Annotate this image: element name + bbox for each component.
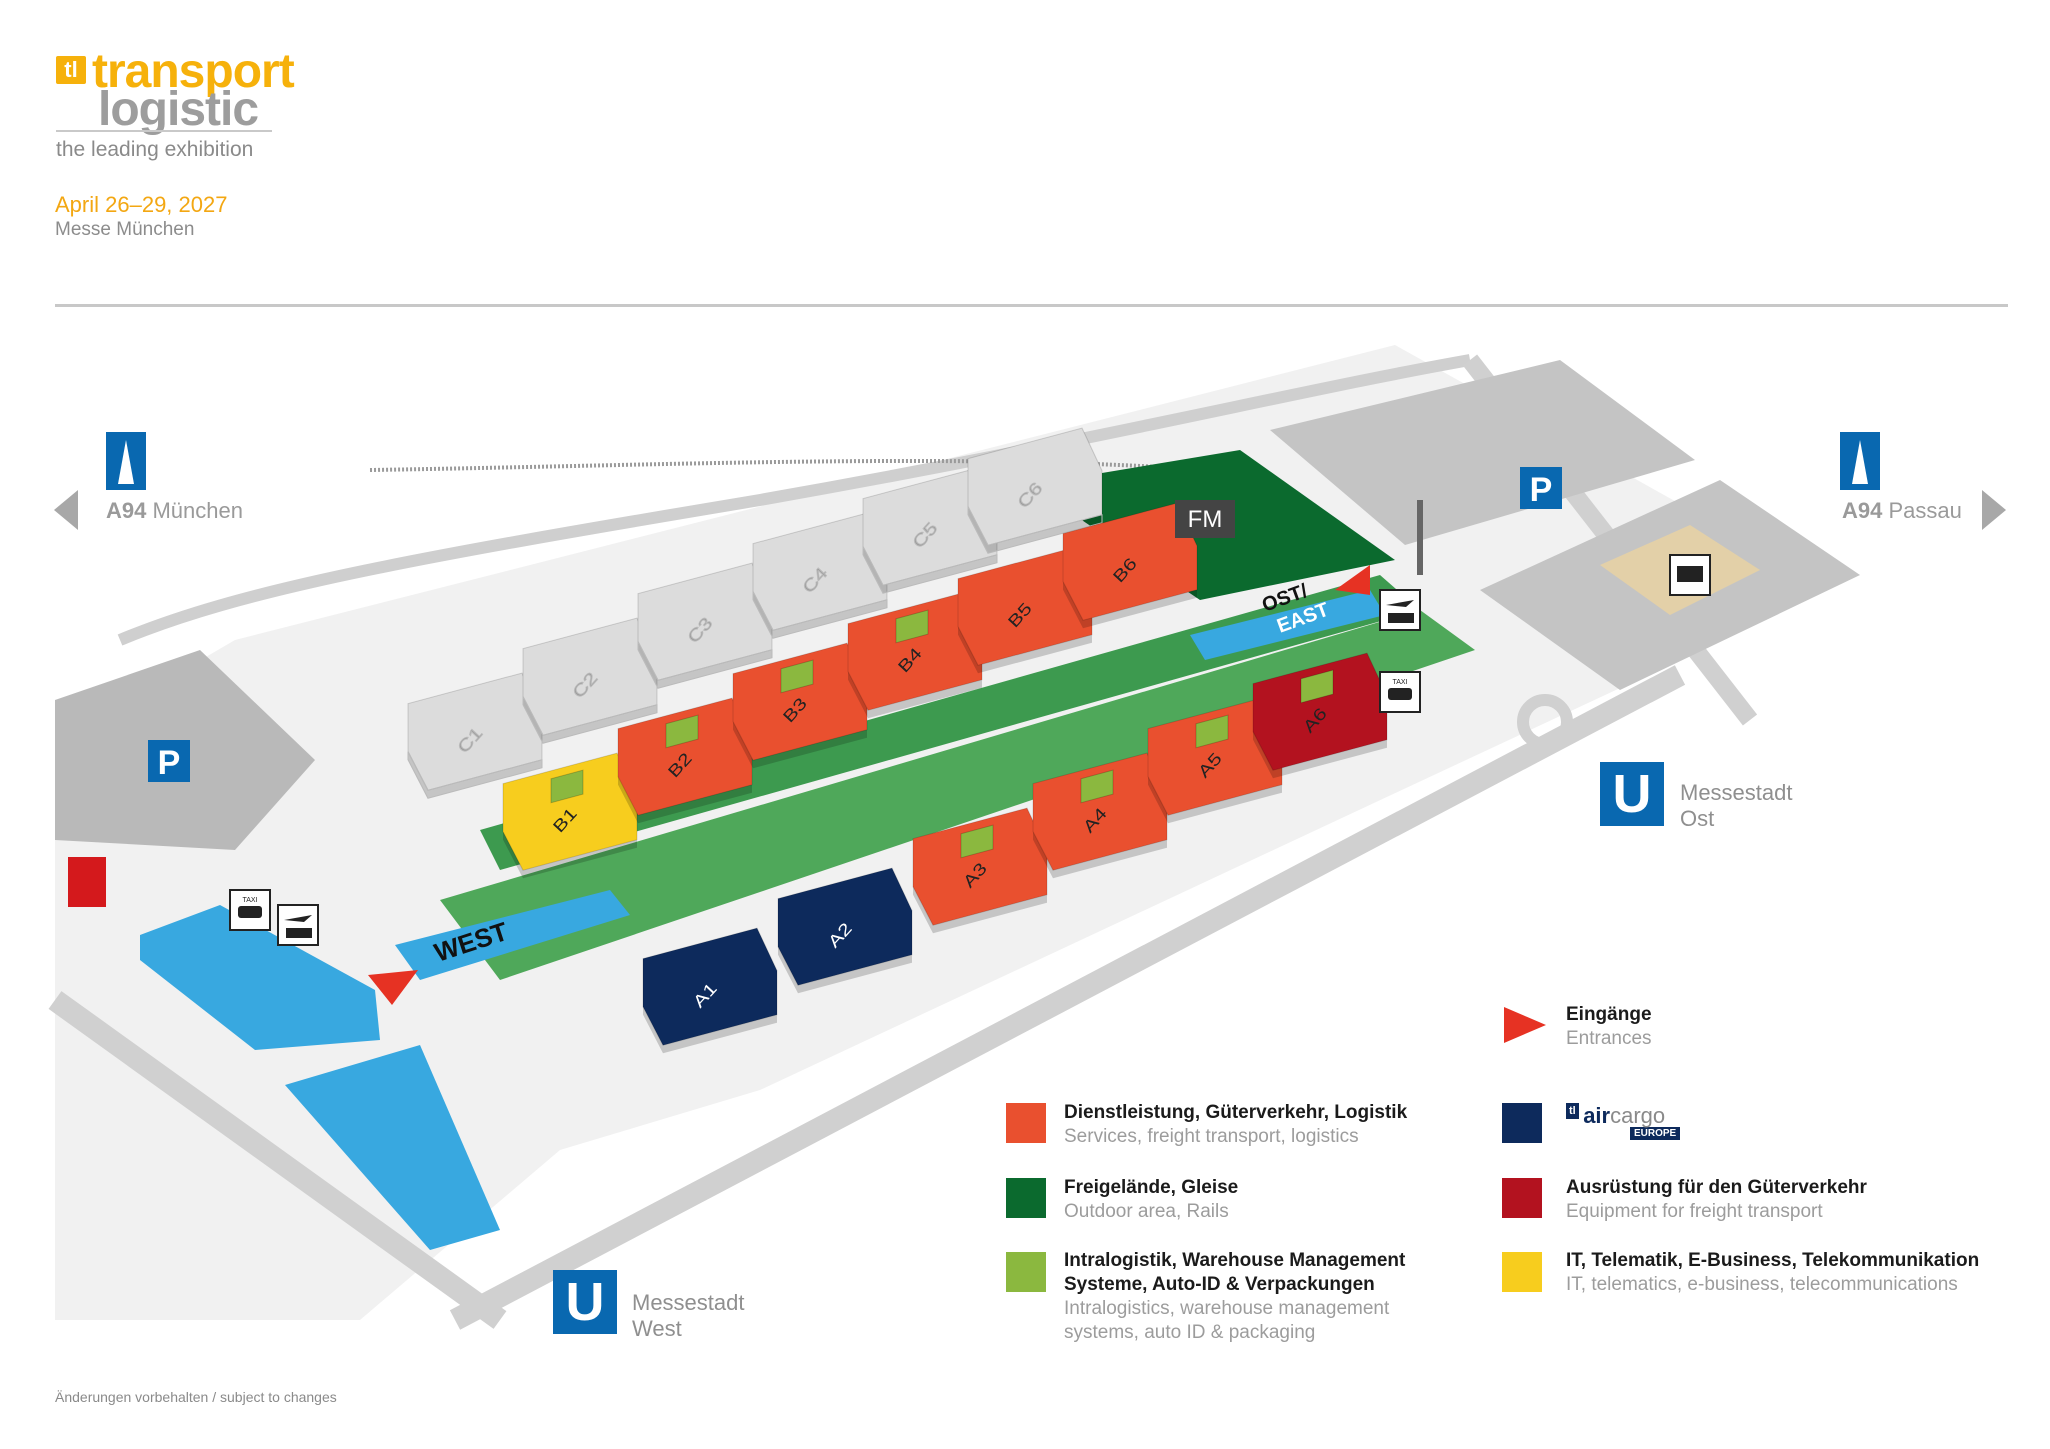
highway-east-city: Passau: [1888, 498, 1962, 523]
hall-c6: C6: [967, 427, 1103, 554]
hall-c4: C4: [752, 512, 888, 639]
camper-icon: [1669, 554, 1711, 596]
legend-entrance-icon: [1504, 1007, 1546, 1043]
hall-a4: A4: [1032, 752, 1168, 879]
hall-b3: B3: [732, 642, 868, 769]
hall-b1: B1: [502, 752, 638, 879]
logo-word-logistic: logistic: [98, 83, 259, 136]
airport-bus-icon-east: [1379, 589, 1421, 631]
footer-disclaimer: Änderungen vorbehalten / subject to chan…: [55, 1389, 337, 1405]
hall-c3: C3: [637, 562, 773, 689]
ubahn-east-label: Messestadt Ost: [1680, 780, 1793, 832]
highway-west-road: A94: [106, 498, 147, 523]
entrance-east-bar: [1190, 590, 1385, 660]
aircargo-logo-cargo: cargo: [1610, 1103, 1666, 1128]
arrow-left-icon: [54, 490, 78, 530]
arrow-right-icon: [1982, 490, 2006, 530]
aircargo-logo-air: air: [1583, 1103, 1611, 1128]
legend-swatch-equipment: [1502, 1178, 1542, 1218]
legend-it-sub: IT, telematics, e-business, telecommunic…: [1566, 1274, 1958, 1295]
ubahn-east-line2: Ost: [1680, 806, 1715, 831]
highway-west-label: A94 München: [106, 498, 243, 524]
legend-outdoor-sub: Outdoor area, Rails: [1064, 1201, 1229, 1222]
road-south: [48, 665, 1686, 1330]
ubahn-west-icon: U: [553, 1270, 617, 1334]
hall-b6: B6: [1062, 502, 1198, 629]
legend-swatch-it: [1502, 1252, 1542, 1292]
legend-equipment-title: Ausrüstung für den Güterverkehr: [1566, 1177, 1867, 1198]
legend-entrances-sub: Entrances: [1566, 1028, 1652, 1049]
legend-intralogistics-sub-1: Intralogistics, warehouse management: [1064, 1298, 1390, 1319]
road-north: [117, 354, 1472, 646]
legend-outdoor-title: Freigelände, Gleise: [1064, 1177, 1239, 1198]
red-tower: [68, 857, 106, 907]
logo-word-transport: transport: [92, 45, 295, 98]
svg-text:TAXI: TAXI: [242, 897, 257, 904]
motorway-icon-west: [106, 432, 146, 490]
fm-label: FM: [1188, 506, 1223, 533]
hall-b2: B2: [617, 697, 753, 824]
legend-swatch-services: [1006, 1103, 1046, 1143]
ubahn-east-icon: U: [1600, 762, 1664, 826]
legend-equipment-sub: Equipment for freight transport: [1566, 1201, 1823, 1222]
aircargo-logo: tl aircargo EUROPE: [1566, 1103, 1681, 1140]
entrance-west-bar: [395, 890, 630, 980]
walkway-mid: [480, 575, 1420, 870]
ubahn-west-line2: West: [632, 1316, 682, 1341]
legend-intralogistics-title-1: Intralogistik, Warehouse Management: [1064, 1250, 1406, 1271]
event-venue: Messe München: [55, 219, 195, 240]
lake-south: [285, 1045, 500, 1250]
taxi-icon-west: TAXI: [229, 889, 271, 931]
event-dates: April 26–29, 2027: [55, 192, 228, 217]
parking-lot-north-east: [1270, 360, 1695, 545]
roundabout: [1517, 694, 1573, 750]
taxi-icon-east: TAXI: [1379, 671, 1421, 713]
parking-sign-east: P: [1520, 467, 1562, 509]
logo-badge: tl: [56, 56, 86, 84]
airport-bus-icon-west: [277, 904, 319, 946]
motorway-icon-east: [1840, 432, 1880, 490]
highway-east-label: A94 Passau: [1842, 498, 1962, 524]
highway-west-city: München: [152, 498, 243, 523]
parking-sign-west: P: [148, 740, 190, 782]
hall-c2: C2: [522, 617, 658, 744]
highway-east-road: A94: [1842, 498, 1883, 523]
hall-c1: C1: [407, 672, 543, 799]
logo-divider: [56, 130, 272, 132]
hall-c5: C5: [862, 467, 998, 594]
aircargo-logo-badge: tl: [1566, 1103, 1579, 1119]
legend-services-sub: Services, freight transport, logistics: [1064, 1126, 1359, 1147]
aircargo-logo-europe: EUROPE: [1630, 1127, 1681, 1140]
svg-text:TAXI: TAXI: [1392, 679, 1407, 686]
svg-text:P: P: [1530, 471, 1553, 509]
legend-swatch-aircargo: [1502, 1103, 1542, 1143]
ubahn-west-line1: Messestadt: [632, 1290, 745, 1315]
tagline: the leading exhibition: [56, 138, 254, 161]
hall-a6: A6: [1252, 652, 1388, 779]
ubahn-west-label: Messestadt West: [632, 1290, 745, 1342]
fm-label-box: [1175, 500, 1235, 538]
hall-a1: A1: [642, 927, 778, 1054]
legend-intralogistics-sub-2: systems, auto ID & packaging: [1064, 1322, 1316, 1343]
svg-text:P: P: [158, 744, 181, 782]
lake-north: [140, 905, 380, 1050]
legend-intralogistics-title-2: Systeme, Auto-ID & Verpackungen: [1064, 1274, 1375, 1295]
ubahn-east-line1: Messestadt: [1680, 780, 1793, 805]
legend-it-title: IT, Telematik, E-Business, Telekommunika…: [1566, 1250, 1980, 1271]
hall-a3: A3: [912, 807, 1048, 934]
legend-swatch-intralogistics: [1006, 1252, 1046, 1292]
legend-entrances-title: Eingänge: [1566, 1004, 1652, 1025]
entrance-west-triangle: [368, 970, 418, 1005]
entrance-east-triangle: [1335, 565, 1370, 595]
legend-services-title: Dienstleistung, Güterverkehr, Logistik: [1064, 1102, 1408, 1123]
legend-swatch-outdoor: [1006, 1178, 1046, 1218]
hall-a2: A2: [777, 867, 913, 994]
hall-b4: B4: [847, 592, 983, 719]
walkway-main: [440, 610, 1475, 980]
header-divider: [55, 304, 2008, 307]
